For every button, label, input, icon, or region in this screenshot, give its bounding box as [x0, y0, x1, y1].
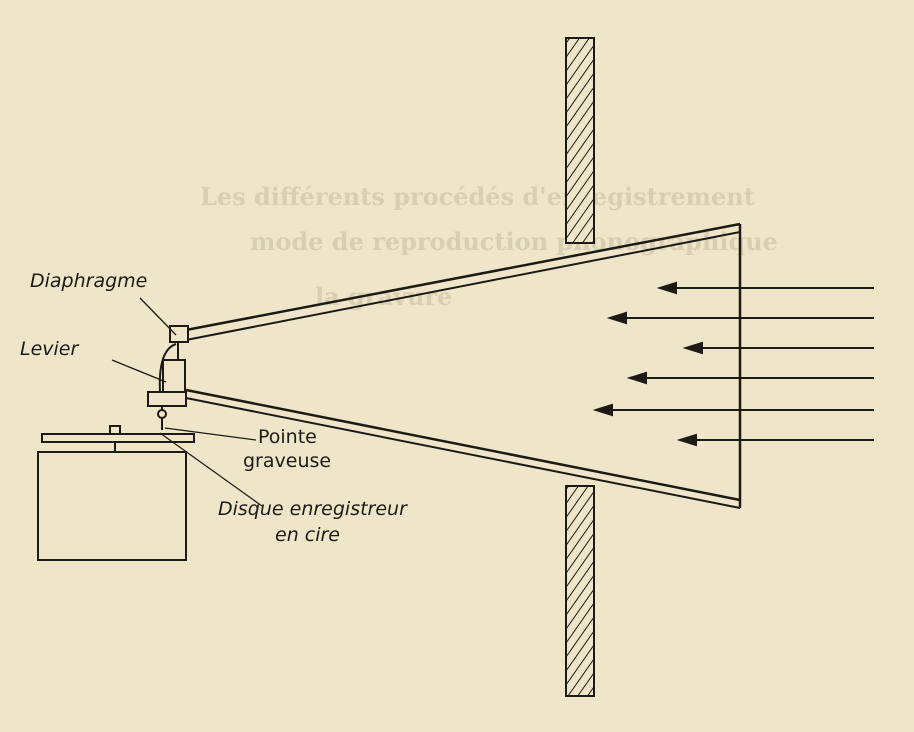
sound-arrow — [682, 341, 874, 355]
label-pointe-line1: Pointe — [258, 426, 317, 448]
recording-disc — [37, 425, 195, 561]
bleed-through-text: Les différents procédés d'enregistrement… — [200, 182, 778, 311]
turntable-base — [37, 451, 187, 561]
diaphragm-box — [169, 325, 189, 343]
label-pointe-line2: graveuse — [243, 450, 332, 472]
leader-diaphragme — [139, 297, 177, 336]
stylus-screw — [157, 409, 167, 419]
horn-lower-wall-outer — [185, 388, 741, 502]
leader-levier — [111, 359, 167, 383]
recording-mechanism — [147, 325, 189, 430]
label-levier: Levier — [20, 338, 79, 360]
leader-pointe — [164, 427, 257, 441]
sound-arrow — [676, 433, 874, 447]
horn-upper-wall-inner — [185, 231, 741, 341]
sound-arrow — [626, 371, 874, 385]
disc-hub — [109, 425, 121, 435]
wall-lower-segment — [565, 485, 595, 697]
bleed-line-1: Les différents procédés d'enregistrement — [200, 182, 755, 211]
lever-housing — [162, 359, 186, 393]
sound-arrow — [606, 311, 874, 325]
bleed-line-3: la gravure — [315, 282, 452, 311]
wall — [565, 37, 595, 697]
label-disque-line1: Disque enregistreur — [218, 498, 407, 520]
sound-arrow — [592, 403, 874, 417]
label-disque-line2: en cire — [275, 524, 340, 546]
horn-lower-wall-inner — [185, 397, 741, 509]
leader-disque — [159, 432, 263, 507]
horn — [185, 222, 742, 509]
stylus-holder — [147, 391, 187, 407]
sound-arrows — [592, 281, 874, 447]
label-diaphragme: Diaphragme — [30, 270, 148, 292]
wall-upper-segment — [565, 37, 595, 244]
horn-upper-wall-outer — [185, 222, 741, 332]
sound-arrow — [656, 281, 874, 295]
leader-lines — [111, 297, 263, 507]
